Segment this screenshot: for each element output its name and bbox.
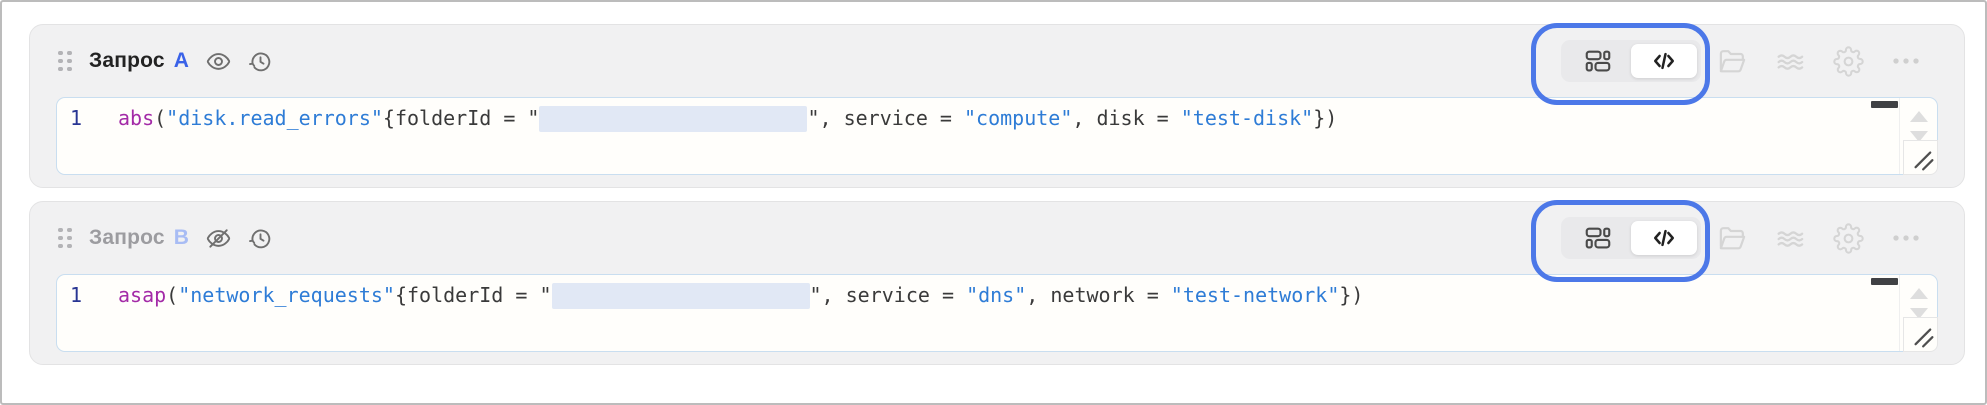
scroll-down-arrow-icon[interactable] [1909,308,1928,319]
query-panel-header: Запрос A [30,25,1964,97]
blocks-view-icon [1585,227,1611,249]
code-token-fn: abs [118,106,155,130]
query-letter: A [173,49,190,72]
waves-icon [1777,231,1804,247]
query-title: Запрос A [89,49,189,73]
code-token-plain: }) [1339,283,1364,307]
panel-toolbar [1561,40,1964,82]
panel-toolbar [1561,217,1964,259]
code-token-plain: ( [166,283,179,307]
blocks-view-button[interactable] [1565,221,1631,255]
settings-button[interactable] [1830,43,1866,79]
code-editor[interactable]: 1 asap("network_requests"{folderId = " ",… [56,274,1938,352]
drag-handle-icon[interactable] [58,50,72,72]
folder-button[interactable] [1714,43,1750,79]
query-title: Запрос B [89,226,189,250]
query-panel-b: Запрос B [29,200,1965,365]
waves-button[interactable] [1772,220,1808,256]
code-token-str: "test-network" [1170,283,1340,307]
redacted-value [539,106,808,132]
code-view-icon [1654,52,1674,70]
blocks-view-button[interactable] [1565,44,1631,78]
code-token-str: "disk.read_errors" [166,106,383,130]
scroll-up-arrow-icon[interactable] [1909,288,1928,299]
more-button[interactable] [1888,43,1924,79]
visibility-toggle-button[interactable] [201,220,235,256]
redacted-value [551,283,810,309]
view-mode-toggle [1561,40,1701,82]
eye-off-icon [206,228,230,248]
ellipsis-icon [1893,235,1919,241]
resize-grip-icon [1913,327,1934,348]
code-line: asap("network_requests"{folderId = " ", s… [118,282,1859,309]
line-number: 1 [70,283,83,307]
code-view-button[interactable] [1631,221,1697,255]
blocks-view-icon [1585,50,1611,72]
history-icon [248,229,270,248]
scroll-up-arrow-icon[interactable] [1909,111,1928,122]
code-token-str: "network_requests" [178,283,395,307]
waves-icon [1777,54,1804,70]
query-panel-a: Запрос A [29,23,1965,188]
query-title-text: Запрос [89,226,165,249]
resize-grip[interactable] [1903,140,1938,175]
vertical-scrollbar[interactable] [1899,275,1937,351]
code-token-str: "dns" [966,283,1027,307]
history-icon [248,52,270,71]
view-mode-toggle [1561,217,1701,259]
resize-grip-icon [1913,150,1934,171]
code-token-fn: asap [118,283,167,307]
code-token-plain: ", service = [807,106,965,130]
settings-button[interactable] [1830,220,1866,256]
code-view-button[interactable] [1631,44,1697,78]
code-token-plain: }) [1313,106,1338,130]
waves-button[interactable] [1772,43,1808,79]
history-button[interactable] [243,43,277,79]
query-letter: B [173,226,190,249]
code-token-plain: {folderId = " [382,106,540,130]
folder-icon [1719,226,1745,249]
drag-handle-icon[interactable] [58,227,72,249]
code-editor[interactable]: 1 abs("disk.read_errors"{folderId = " ", … [56,97,1938,175]
horizontal-scrollbar-thumb[interactable] [1871,278,1898,285]
code-token-plain: ", service = [809,283,967,307]
more-button[interactable] [1888,220,1924,256]
code-token-plain: , disk = [1072,106,1181,130]
vertical-scrollbar[interactable] [1899,98,1937,174]
history-button[interactable] [243,220,277,256]
code-view-icon [1654,229,1674,247]
gear-icon [1832,222,1864,254]
folder-icon [1719,49,1745,72]
line-number: 1 [70,106,83,130]
code-token-str: "test-disk" [1180,106,1314,130]
code-line: abs("disk.read_errors"{folderId = " ", se… [118,105,1859,132]
code-token-str: "compute" [964,106,1073,130]
ellipsis-icon [1893,58,1919,64]
query-panel-header: Запрос B [30,202,1964,274]
query-title-text: Запрос [89,49,165,72]
visibility-toggle-button[interactable] [201,43,235,79]
code-token-plain: , network = [1026,283,1171,307]
scroll-down-arrow-icon[interactable] [1909,131,1928,142]
gear-icon [1832,45,1864,77]
code-token-plain: ( [154,106,167,130]
eye-icon [206,52,230,70]
horizontal-scrollbar-thumb[interactable] [1871,101,1898,108]
resize-grip[interactable] [1903,317,1938,352]
code-token-plain: {folderId = " [394,283,552,307]
folder-button[interactable] [1714,220,1750,256]
